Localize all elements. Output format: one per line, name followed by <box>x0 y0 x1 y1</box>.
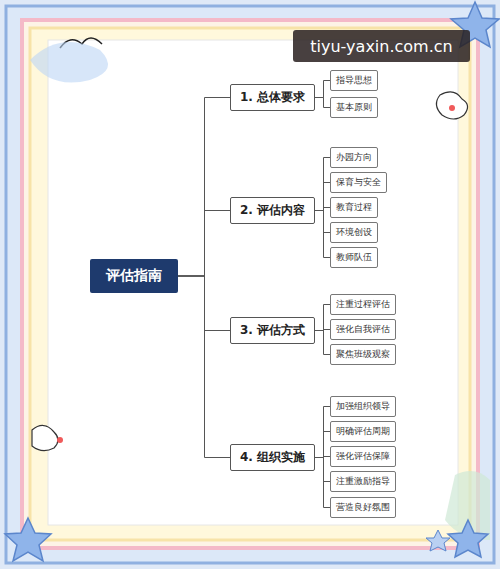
leaf-box: 教育过程 <box>330 197 378 218</box>
leaf-box: 指导思想 <box>330 70 378 91</box>
connector <box>178 98 230 277</box>
leaf-box: 保育与安全 <box>330 172 387 193</box>
connector <box>315 458 330 508</box>
connector-line <box>315 98 330 108</box>
node-text: 强化评估保障 <box>336 450 390 463</box>
star <box>448 520 488 557</box>
connector <box>315 98 330 108</box>
connector <box>178 276 230 458</box>
node-text: 注重过程评估 <box>336 298 390 311</box>
node-text: 教育过程 <box>336 201 372 214</box>
star <box>5 518 51 561</box>
connector <box>315 331 330 355</box>
doodle-dot <box>57 437 63 443</box>
node-text: 注重激励指导 <box>336 475 390 488</box>
branch-box: 4. 组织实施 <box>230 444 315 471</box>
connector <box>178 211 230 277</box>
connector-line <box>178 98 230 277</box>
leaf-box: 加强组织领导 <box>330 396 396 417</box>
doodle-dot <box>449 105 455 111</box>
connector-line <box>315 432 330 458</box>
node-text: 强化自我评估 <box>336 323 390 336</box>
connector-line <box>315 81 330 98</box>
yellow-frame <box>30 28 470 540</box>
connector-line <box>315 407 330 458</box>
connector <box>315 183 330 211</box>
connector-line <box>178 211 230 277</box>
leaf-box: 注重过程评估 <box>330 294 396 315</box>
connector-line <box>315 331 330 355</box>
connector <box>315 81 330 98</box>
node-text: 基本原则 <box>336 101 372 114</box>
connector-line <box>315 183 330 211</box>
leaf-box: 基本原则 <box>330 97 378 118</box>
branch-box: 2. 评估内容 <box>230 197 315 224</box>
node-text: 环境创设 <box>336 226 372 239</box>
leaf-box: 注重激励指导 <box>330 471 396 492</box>
connector <box>315 305 330 331</box>
branch-box: 1. 总体要求 <box>230 84 315 111</box>
connector-line <box>178 276 230 458</box>
node-text: 4. 组织实施 <box>240 449 305 466</box>
connector-line <box>315 158 330 211</box>
connector-line <box>315 458 330 482</box>
leaf-box: 强化自我评估 <box>330 319 396 340</box>
node-text: 办园方向 <box>336 151 372 164</box>
connector-line <box>315 211 330 258</box>
watermark: tiyu-yaxin.com.cn <box>293 30 470 62</box>
node-text: 教师队伍 <box>336 251 372 264</box>
doodle-cloud <box>436 92 467 119</box>
node-text: 3. 评估方式 <box>240 322 305 339</box>
leaf-box: 营造良好氛围 <box>330 497 396 518</box>
root-box: 评估指南 <box>90 259 178 293</box>
node-text: 营造良好氛围 <box>336 501 390 514</box>
connector-line <box>315 211 330 233</box>
content-ground <box>48 40 458 525</box>
connector <box>315 458 330 482</box>
leaf-box: 办园方向 <box>330 147 378 168</box>
branch-box: 3. 评估方式 <box>230 317 315 344</box>
node-text: 加强组织领导 <box>336 400 390 413</box>
node-text: 2. 评估内容 <box>240 202 305 219</box>
connector <box>315 211 330 258</box>
leaf-box: 教师队伍 <box>330 247 378 268</box>
outer-frame <box>6 6 494 563</box>
connector-line <box>315 305 330 331</box>
pink-frame <box>22 20 478 548</box>
doodle-cloud <box>32 425 58 450</box>
leaf-box: 聚焦班级观察 <box>330 344 396 365</box>
node-text: 评估指南 <box>106 267 162 285</box>
connector <box>315 407 330 458</box>
star <box>426 530 450 551</box>
node-text: 明确评估周期 <box>336 425 390 438</box>
leaf-box: 强化评估保障 <box>330 446 396 467</box>
doodle-cloud <box>30 42 108 83</box>
node-text: 聚焦班级观察 <box>336 348 390 361</box>
leaf-box: 明确评估周期 <box>330 421 396 442</box>
connector <box>315 158 330 211</box>
connector <box>315 432 330 458</box>
node-text: 保育与安全 <box>336 176 381 189</box>
leaf-box: 环境创设 <box>330 222 378 243</box>
node-text: 1. 总体要求 <box>240 89 305 106</box>
connector-line <box>315 458 330 508</box>
connector <box>315 211 330 233</box>
node-text: 指导思想 <box>336 74 372 87</box>
